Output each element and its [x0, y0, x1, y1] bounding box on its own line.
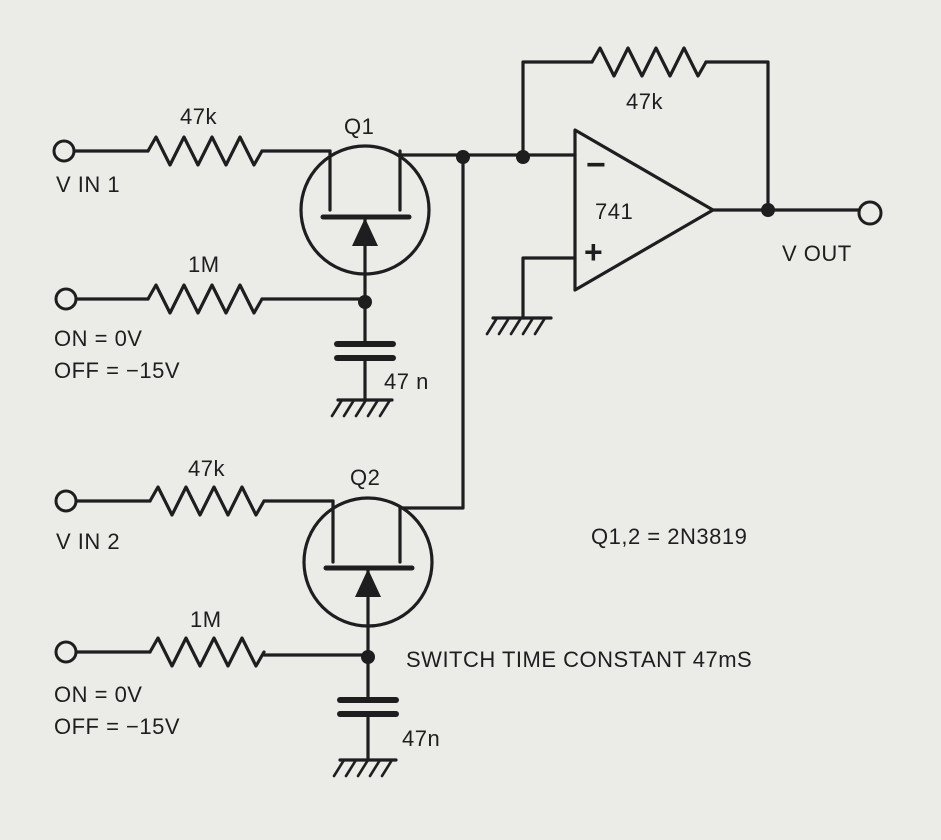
cap2-capacitor	[337, 697, 399, 717]
r-in1-label: 47k	[180, 104, 217, 129]
vout-terminal	[857, 200, 883, 226]
on1-label: ON = 0V	[54, 326, 142, 351]
r-feedback-resistor	[590, 46, 708, 78]
switch-note: SWITCH TIME CONSTANT 47mS	[406, 647, 752, 672]
off2-label: OFF = −15V	[54, 714, 180, 739]
feedback-left-wire	[521, 60, 594, 159]
opamp-minus-sign: −	[586, 146, 606, 184]
feedback-right-wire	[704, 60, 770, 212]
opamp-label: 741	[595, 199, 633, 224]
vin2-label: V IN 2	[56, 529, 120, 554]
r-in1-resistor	[146, 135, 264, 167]
opamp-741	[573, 128, 715, 292]
q2-label: Q2	[350, 465, 380, 490]
r-in2-resistor	[148, 485, 266, 517]
r-in2-label: 47k	[188, 456, 225, 481]
ground-opamp-symbol	[485, 316, 553, 336]
off1-label: OFF = −15V	[54, 358, 180, 383]
ground1-symbol	[330, 398, 394, 418]
q1-fet	[299, 144, 431, 302]
vin1-label: V IN 1	[56, 172, 120, 197]
ground2-symbol	[332, 758, 398, 778]
vin1-terminal	[52, 139, 76, 163]
r-feedback-label: 47k	[626, 89, 663, 114]
plus-input-wire	[521, 256, 577, 320]
ctrl2-terminal	[54, 640, 78, 664]
r-gate1-resistor	[146, 283, 264, 315]
ctrl1-terminal	[54, 287, 78, 311]
cap1-label: 47 n	[384, 369, 429, 394]
r-gate2-resistor	[148, 636, 266, 668]
part-note: Q1,2 = 2N3819	[591, 524, 747, 549]
on2-label: ON = 0V	[54, 682, 142, 707]
cap1-capacitor	[334, 341, 396, 361]
q2-drain-bus	[398, 155, 465, 510]
r-gate2-label: 1M	[190, 607, 222, 632]
vin2-terminal	[54, 489, 78, 513]
opamp-plus-sign: +	[584, 234, 603, 270]
vout-label: V OUT	[782, 241, 852, 266]
output-junction	[761, 203, 775, 217]
q1-label: Q1	[344, 114, 374, 139]
q2-fet	[302, 496, 434, 657]
r-gate1-label: 1M	[188, 252, 220, 277]
cap2-label: 47n	[402, 726, 440, 751]
